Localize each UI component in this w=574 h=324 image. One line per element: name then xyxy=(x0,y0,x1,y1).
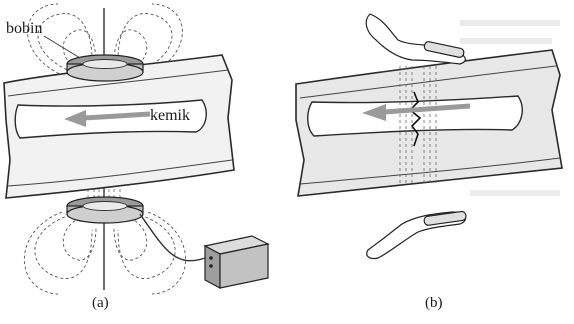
bottom-hand-icon xyxy=(367,211,467,259)
top-coil xyxy=(67,55,143,81)
top-hand-icon xyxy=(366,14,465,64)
magnetic-field-lines-bottom xyxy=(24,212,185,294)
power-supply-box xyxy=(205,236,268,288)
bottom-coil xyxy=(67,197,143,223)
panel-b-diagram xyxy=(296,14,562,259)
power-cable xyxy=(140,214,205,261)
bone-label: kemik xyxy=(150,108,190,124)
panel-a-caption: (a) xyxy=(92,296,109,311)
panel-b-caption: (b) xyxy=(425,296,443,311)
coil-pointer-line xyxy=(44,36,80,58)
coil-label: bobin xyxy=(6,21,42,37)
panel-a-diagram xyxy=(4,4,268,294)
